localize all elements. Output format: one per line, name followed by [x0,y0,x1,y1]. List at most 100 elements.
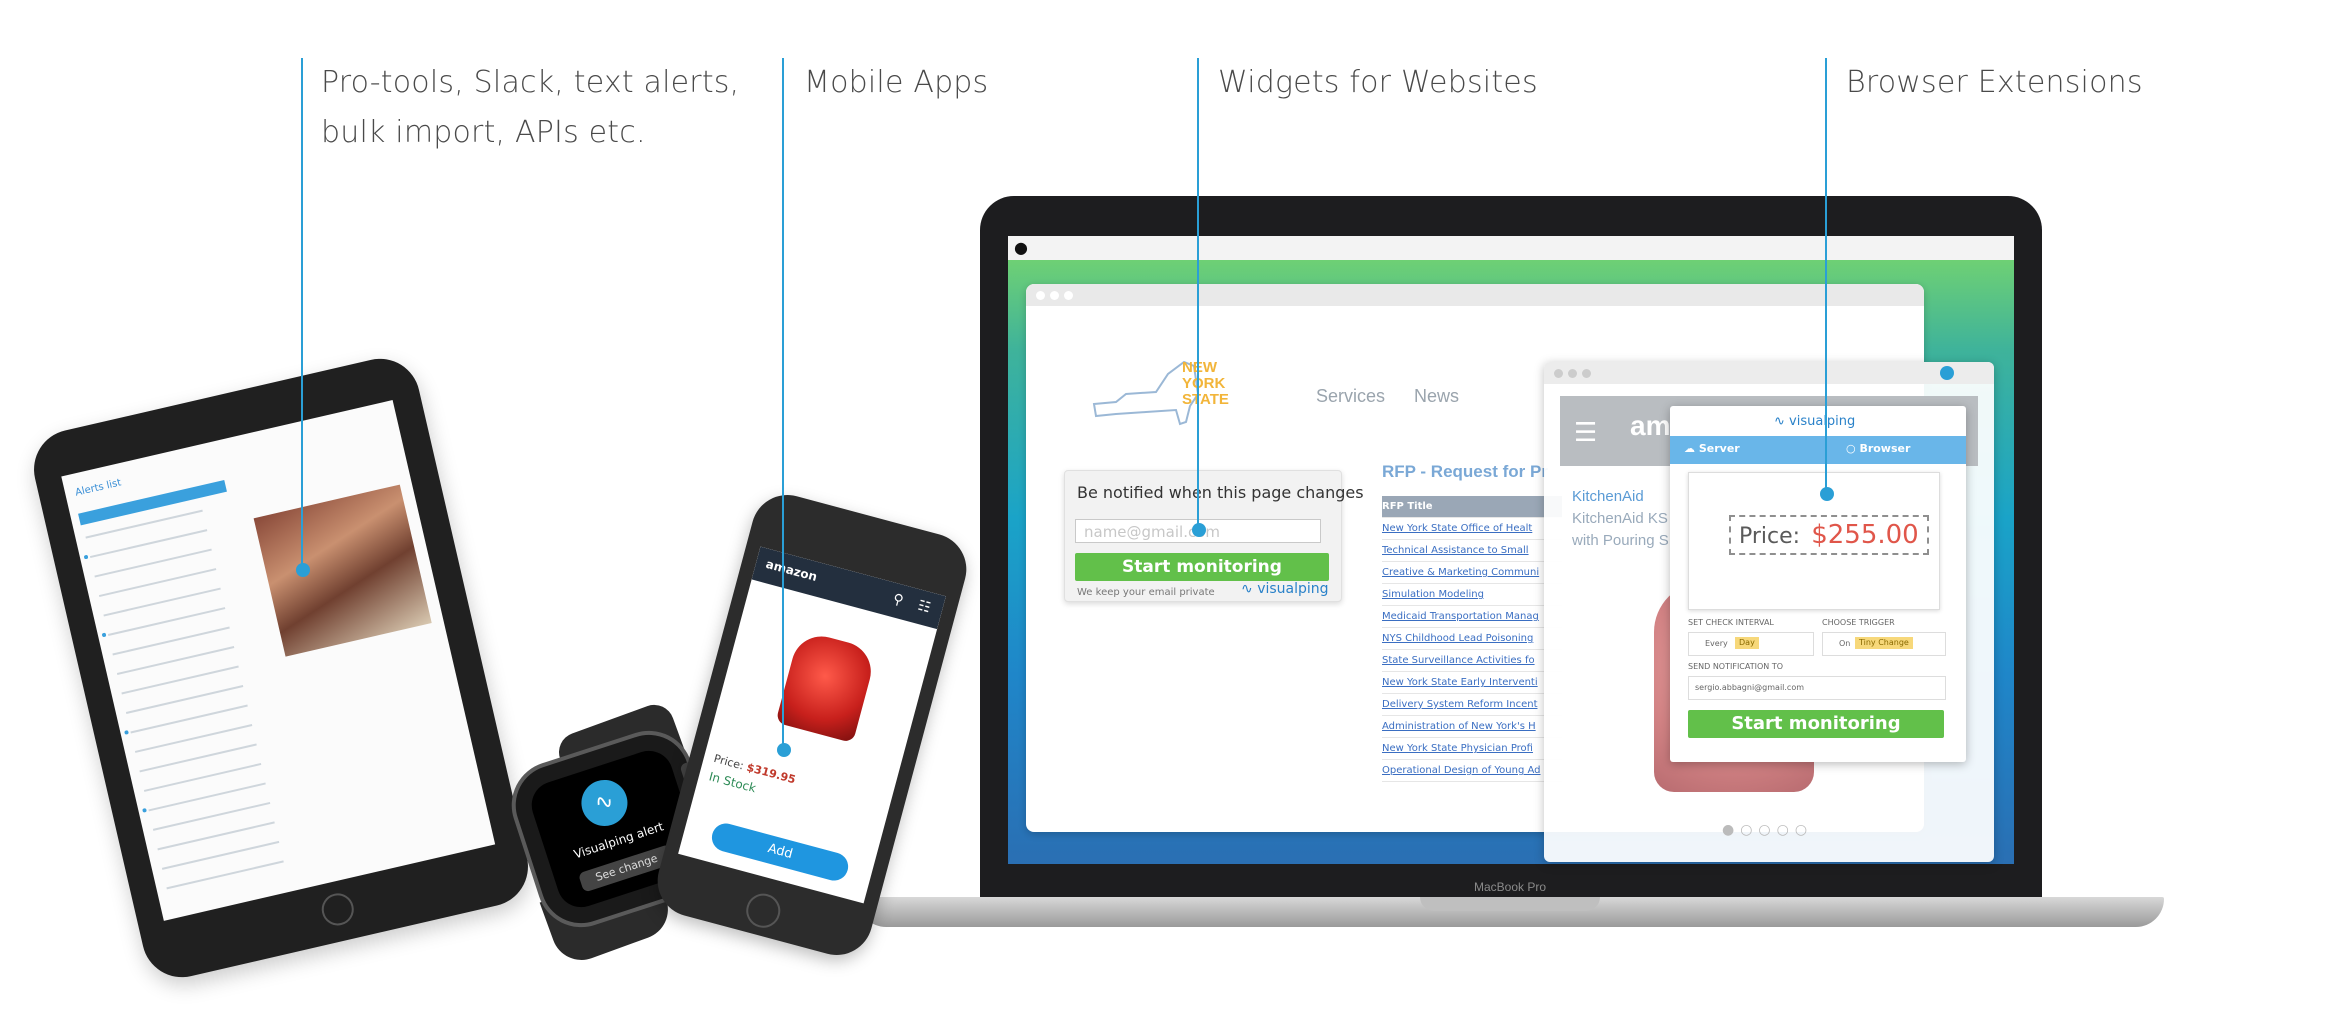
callout-line-pro-tools [301,58,303,570]
callout-pro-tools: Pro-tools, Slack, text alerts, bulk impo… [321,58,739,158]
pulse-icon: ∿ [575,774,634,832]
hamburger-menu-icon[interactable]: ☰ [1574,418,1598,448]
extension-start-monitoring-button[interactable]: Start monitoring [1688,710,1944,738]
product-title: KitchenAid KitchenAid KS with Pouring S [1572,486,1669,552]
menu-bar: ● [1008,236,2014,260]
page-preview[interactable]: Price: $255.00 [1688,472,1940,610]
widget-brand: ∿ visualping [1241,581,1329,597]
nys-logo-line1: NEW [1182,359,1218,376]
price-label: Price: [1739,524,1801,549]
nav-link-news[interactable]: News [1414,386,1460,406]
phone-price-label: Price: [712,752,746,773]
callout-dot-widgets [1192,523,1206,537]
product-title-line: KitchenAid [1572,488,1644,505]
carousel-dots[interactable]: ●○○○○ [1722,822,1814,838]
selected-area[interactable]: Price: $255.00 [1729,515,1929,555]
rfp-link[interactable]: Operational Design of Young Ad [1382,760,1562,782]
cart-icon[interactable]: ☷ [915,597,933,617]
phone-product-image [775,629,878,744]
apple-logo-icon: ● [1014,238,1028,257]
callout-widgets-line1: Widgets for Websites [1218,65,1538,100]
rfp-link[interactable]: State Surveillance Activities fo [1382,650,1562,672]
trigger-select[interactable]: On Tiny Change [1822,632,1946,656]
phone-amazon-logo: amazon [764,556,819,584]
laptop-notch [1420,897,1600,911]
interval-value: Day [1735,637,1759,649]
window-titlebar [1026,284,1924,306]
laptop-brand-label: MacBook Pro [1473,880,1547,894]
trigger-value: Tiny Change [1855,637,1913,649]
tab-browser[interactable]: ○ Browser [1846,442,1910,455]
phone-add-button[interactable]: Add [708,820,852,884]
rfp-link[interactable]: Technical Assistance to Small [1382,540,1562,562]
callout-dot-extensions [1820,487,1834,501]
globe-icon: ○ [1846,442,1860,455]
rfp-table: RFP Title New York State Office of Healt… [1382,496,1562,782]
widget-brand-text: visualping [1257,581,1329,597]
callout-dot-mobile [777,743,791,757]
price-value: $255.00 [1811,520,1919,550]
minimize-window-icon[interactable] [1568,369,1577,378]
rfp-table-header: RFP Title [1382,496,1562,518]
rfp-link[interactable]: Delivery System Reform Incent [1382,694,1562,716]
callout-mobile-apps-line1: Mobile Apps [804,65,989,100]
phone-app-header: amazon ⚲ ☷ [751,546,946,630]
callout-dot-pro-tools [296,563,310,577]
tablet-compare-image[interactable] [253,484,432,657]
window-titlebar [1544,362,1994,384]
notify-email-value: sergio.abbagni@gmail.com [1695,683,1805,692]
tab-server-label: Server [1698,442,1740,455]
callout-mobile-apps: Mobile Apps [804,58,988,108]
tablet-screen: Alerts list [61,400,496,921]
phone-screen: amazon ⚲ ☷ Price: $319.95 In Stock Add [678,546,946,904]
callout-line-mobile [782,58,784,750]
maximize-window-icon[interactable] [1582,369,1591,378]
tablet-alert-list [61,400,392,890]
phone-home-button[interactable] [742,889,785,932]
extension-toolbar-icon[interactable] [1940,366,1954,380]
rfp-link[interactable]: Administration of New York's H [1382,716,1562,738]
nys-logo-line2: YORK [1182,375,1226,392]
tablet-device: Alerts list [26,350,536,986]
rfp-link[interactable]: Creative & Marketing Communi [1382,562,1562,584]
tab-server[interactable]: ☁ Server [1684,442,1740,455]
notify-email-field[interactable]: sergio.abbagni@gmail.com [1688,676,1946,700]
rfp-link[interactable]: New York State Physician Profi [1382,738,1562,760]
interval-label: SET CHECK INTERVAL [1688,618,1774,627]
product-title-line: KitchenAid KS [1572,510,1668,527]
interval-prefix: Every [1705,639,1728,648]
callout-line-extensions [1825,58,1827,494]
close-window-icon[interactable] [1554,369,1563,378]
callout-browser-extensions: Browser Extensions [1846,58,2143,108]
rfp-link[interactable]: New York State Office of Healt [1382,518,1562,540]
search-icon[interactable]: ⚲ [891,590,906,610]
trigger-prefix: On [1839,639,1851,648]
interval-select[interactable]: Every Day [1688,632,1814,656]
rfp-link[interactable]: NYS Childhood Lead Poisoning [1382,628,1562,650]
tablet-app-title: Alerts list [74,477,123,499]
extension-brand: ∿ visualping [1774,414,1855,429]
extension-tabs: ☁ Server ○ Browser [1670,436,1966,464]
widget-start-monitoring-button[interactable]: Start monitoring [1075,553,1329,581]
nys-logo: NEW YORK STATE [1092,359,1229,426]
close-window-icon[interactable] [1036,291,1045,300]
minimize-window-icon[interactable] [1050,291,1059,300]
rfp-link[interactable]: Simulation Modeling [1382,584,1562,606]
pulse-icon: ∿ [1241,581,1258,597]
callout-pro-tools-line1: Pro-tools, Slack, text alerts, [321,65,740,100]
rfp-link[interactable]: New York State Early Interventi [1382,672,1562,694]
rfp-link[interactable]: Medicaid Transportation Manag [1382,606,1562,628]
tablet-home-button[interactable] [318,890,357,929]
trigger-label: CHOOSE TRIGGER [1822,618,1895,627]
product-title-line: with Pouring S [1572,532,1669,549]
nys-logo-line3: STATE [1182,391,1229,408]
visualping-website-widget: Be notified when this page changes name@… [1064,470,1364,602]
widget-privacy-note: We keep your email private [1077,587,1215,598]
rfp-heading: RFP - Request for Pr [1382,462,1548,481]
nav-link-services[interactable]: Services [1316,386,1386,406]
callout-line-widgets [1197,58,1199,530]
browser-extension-popup: ∿ visualping ☁ Server ○ Browser Price: $… [1670,406,1966,762]
maximize-window-icon[interactable] [1064,291,1073,300]
callout-widgets: Widgets for Websites [1218,58,1538,108]
widget-label: Be notified when this page changes [1077,483,1364,502]
